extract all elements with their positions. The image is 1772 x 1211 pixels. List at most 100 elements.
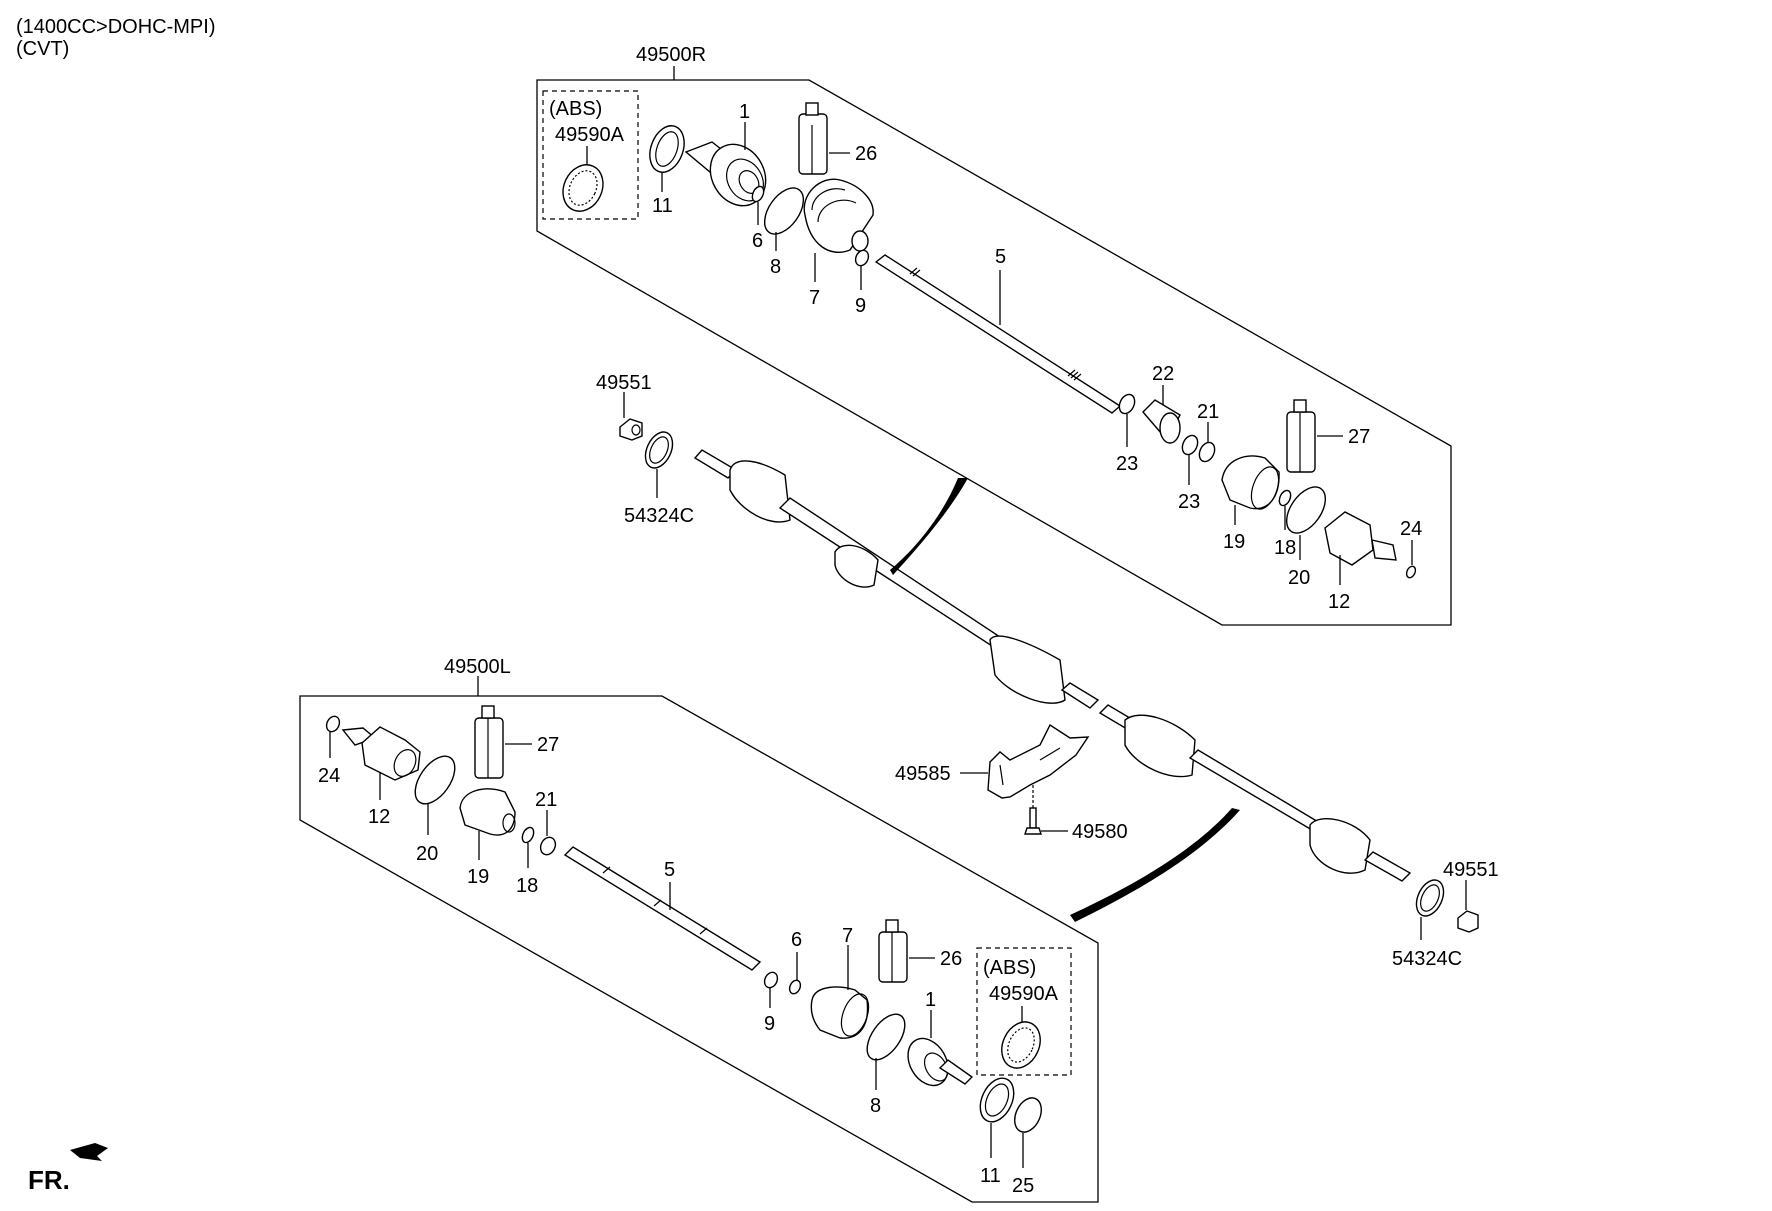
inner-joint-lower <box>1124 714 1196 778</box>
part-label-49500L[interactable]: 49500L <box>444 656 511 678</box>
snap-ring-18-right[interactable] <box>1277 489 1293 508</box>
callout-1-right[interactable]: 1 <box>739 101 750 123</box>
callout-23a-right[interactable]: 23 <box>1116 453 1138 475</box>
boot-clamp-9-left[interactable] <box>762 970 780 990</box>
boot-band-20-left[interactable] <box>407 749 463 810</box>
clamp-23a-right[interactable] <box>1116 392 1137 416</box>
callout-18-left[interactable]: 18 <box>516 875 538 897</box>
abs-tone-ring-left[interactable] <box>995 1016 1048 1075</box>
hub-nut-49551-upper[interactable] <box>619 418 643 441</box>
inner-cv-joint-12-right[interactable] <box>1324 511 1397 566</box>
washer-54324C-lower[interactable] <box>1411 876 1449 921</box>
abs-note-right: (ABS) <box>549 98 602 120</box>
front-direction-arrow-icon <box>70 1143 108 1161</box>
callout-7-left[interactable]: 7 <box>842 925 853 947</box>
callout-22-right[interactable]: 22 <box>1152 363 1174 385</box>
callout-19-right[interactable]: 19 <box>1223 531 1245 553</box>
dust-seal-11-left[interactable] <box>974 1073 1021 1127</box>
dust-cover-25-left[interactable] <box>1010 1094 1047 1137</box>
callout-21-left[interactable]: 21 <box>535 789 557 811</box>
shaft-body-lower <box>1188 749 1322 831</box>
snap-ring-6-left[interactable] <box>788 979 803 996</box>
boot-band-20-right[interactable] <box>1279 480 1333 540</box>
inner-boot-19-left[interactable] <box>459 788 516 836</box>
dynamic-damper-22-right[interactable] <box>1142 399 1181 444</box>
callout-5-right[interactable]: 5 <box>995 246 1006 268</box>
callout-6-left[interactable]: 6 <box>791 929 802 951</box>
dust-seal-11-right[interactable] <box>644 121 690 177</box>
abs-tone-ring-right[interactable] <box>556 158 611 218</box>
part-label-49590A-left[interactable]: 49590A <box>989 983 1059 1005</box>
shaft-5-left[interactable] <box>563 846 762 971</box>
callout-11-left[interactable]: 11 <box>980 1165 1001 1187</box>
inner-cv-joint-12-left[interactable] <box>341 726 421 781</box>
part-label-54324C-lower[interactable]: 54324C <box>1392 948 1462 970</box>
callout-5-left[interactable]: 5 <box>664 859 675 881</box>
outer-boot-7-right[interactable] <box>803 178 874 253</box>
part-label-49590A-right[interactable]: 49590A <box>555 124 625 146</box>
shaft-5-right[interactable] <box>874 254 1122 414</box>
callout-27-left[interactable]: 27 <box>537 734 559 756</box>
callout-9-left[interactable]: 9 <box>764 1013 775 1035</box>
part-label-49551-upper[interactable]: 49551 <box>596 372 652 394</box>
callout-21-right[interactable]: 21 <box>1197 401 1219 423</box>
abs-option-box-right <box>542 90 639 220</box>
boot-band-8-left[interactable] <box>860 1008 913 1067</box>
bracket-49585[interactable] <box>987 723 1090 799</box>
washer-54324C-upper[interactable] <box>640 428 678 473</box>
outer-boot-lower <box>1309 817 1371 874</box>
grease-tube-26-left[interactable] <box>878 919 908 983</box>
callout-1-left[interactable]: 1 <box>925 989 936 1011</box>
hub-nut-49551-lower[interactable] <box>1457 910 1479 933</box>
part-label-49585[interactable]: 49585 <box>895 763 951 785</box>
circlip-24-left[interactable] <box>324 714 342 734</box>
boot-clamp-21-right[interactable] <box>1196 440 1217 464</box>
assembly-outline-left <box>299 695 1099 1203</box>
boot-clamp-9-right[interactable] <box>853 248 871 268</box>
callout-18-right[interactable]: 18 <box>1274 537 1296 559</box>
outer-cv-joint-1-right[interactable] <box>684 134 777 215</box>
part-label-54324C-upper[interactable]: 54324C <box>624 505 694 527</box>
grease-tube-26-right[interactable] <box>798 102 828 175</box>
callout-12-left[interactable]: 12 <box>368 806 390 828</box>
callout-9-right[interactable]: 9 <box>855 295 866 317</box>
outer-boot-7-left[interactable] <box>810 986 874 1040</box>
callout-11-right[interactable]: 11 <box>652 195 673 217</box>
connection-arc-lower <box>1070 808 1240 922</box>
damper-middle <box>834 544 879 588</box>
circlip-24-right[interactable] <box>1405 565 1417 579</box>
boot-band-8-right[interactable] <box>757 181 811 241</box>
callout-24-left[interactable]: 24 <box>318 765 340 787</box>
part-label-49551-lower[interactable]: 49551 <box>1443 859 1499 881</box>
callout-26-left[interactable]: 26 <box>940 948 962 970</box>
callout-20-left[interactable]: 20 <box>416 843 438 865</box>
bolt-49580[interactable] <box>1024 785 1042 835</box>
clamp-23b-right[interactable] <box>1179 433 1200 457</box>
grease-tube-27-left[interactable] <box>474 705 504 779</box>
callout-8-left[interactable]: 8 <box>870 1095 881 1117</box>
callout-7-right[interactable]: 7 <box>809 287 820 309</box>
outer-boot-upper <box>729 460 791 523</box>
snap-ring-6-right[interactable] <box>750 185 766 204</box>
callout-19-left[interactable]: 19 <box>467 866 489 888</box>
grease-tube-27-right[interactable] <box>1286 399 1316 473</box>
callout-20-right[interactable]: 20 <box>1288 567 1310 589</box>
callout-25-left[interactable]: 25 <box>1012 1175 1034 1197</box>
inner-boot-19-right[interactable] <box>1221 455 1284 513</box>
callout-8-right[interactable]: 8 <box>770 256 781 278</box>
shaft-body-upper <box>778 497 1002 647</box>
assembled-driveshaft[interactable] <box>693 449 1412 922</box>
boot-clamp-21-left[interactable] <box>538 835 558 857</box>
callout-23b-right[interactable]: 23 <box>1178 491 1200 513</box>
outer-cv-joint-1-left[interactable] <box>900 1031 974 1092</box>
callout-24-right[interactable]: 24 <box>1400 518 1422 540</box>
callout-6-right[interactable]: 6 <box>752 230 763 252</box>
callout-26-right[interactable]: 26 <box>855 143 877 165</box>
callout-12-right[interactable]: 12 <box>1328 591 1350 613</box>
part-label-49580[interactable]: 49580 <box>1072 821 1128 843</box>
outer-stub-lower <box>1363 851 1412 882</box>
part-label-49500R[interactable]: 49500R <box>636 44 706 66</box>
callout-27-right[interactable]: 27 <box>1348 426 1370 448</box>
snap-ring-18-left[interactable] <box>520 826 536 845</box>
